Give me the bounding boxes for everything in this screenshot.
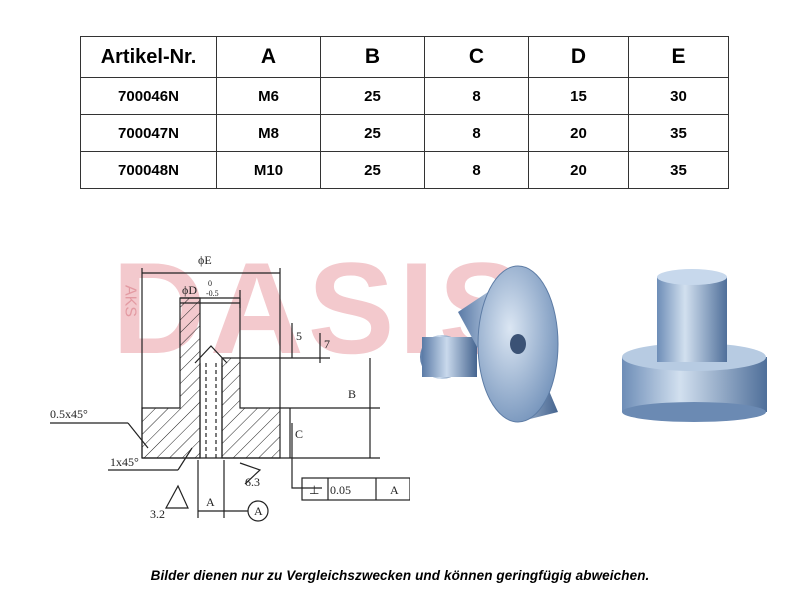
dim-label-c: C [295,427,303,441]
table-cell: M10 [216,151,321,189]
table-cell: 25 [320,151,425,189]
dim-label-d: ϕD [182,283,197,297]
spec-table: Artikel-Nr. A B C D E 700046N M6 25 8 15… [80,36,729,189]
table-cell: 35 [628,151,729,189]
roughness-label-1: 6.3 [245,475,260,489]
header-c: C [424,36,529,78]
tolerance-symbol: ⊥ [309,483,319,497]
dim-label-e: ϕE [198,253,212,267]
table-row: 700046N M6 25 8 15 30 [80,77,729,115]
dim-label-b: B [348,387,356,401]
chamfer-outer-label: 0.5x45° [50,407,88,421]
table-cell: 8 [424,77,529,115]
table-cell: 20 [528,114,629,152]
disclaimer-text: Bilder dienen nur zu Vergleichszwecken u… [150,568,650,583]
table-cell: 700048N [80,151,217,189]
table-header-row: Artikel-Nr. A B C D E [80,36,729,78]
table-row: 700048N M10 25 8 20 35 [80,151,729,189]
chamfer-inner-label: 1x45° [110,455,139,469]
dim-label-5: 5 [296,329,302,343]
dim-label-7: 7 [324,337,330,351]
table-cell: M6 [216,77,321,115]
table-cell: 8 [424,151,529,189]
table-cell: 15 [528,77,629,115]
table-cell: 700047N [80,114,217,152]
table-cell: 30 [628,77,729,115]
table-cell: 20 [528,151,629,189]
tolerance-datum: A [390,483,399,497]
product-photo-side [622,269,767,422]
table-cell: 8 [424,114,529,152]
watermark-side-text: AKS [122,285,139,317]
datum-label-a: A [254,504,263,518]
table-cell: 25 [320,114,425,152]
table-cell: 700046N [80,77,217,115]
header-artikel-nr: Artikel-Nr. [80,36,217,78]
roughness-label-2: 3.2 [150,507,165,521]
dim-label-d-tol-lower: -0.5 [206,289,219,298]
dim-label-d-tol-upper: 0 [208,279,212,288]
table-row: 700047N M8 25 8 20 35 [80,114,729,152]
header-d: D [528,36,629,78]
tolerance-value: 0.05 [330,483,351,497]
header-a: A [216,36,321,78]
header-e: E [628,36,729,78]
dim-label-a: A [206,495,215,509]
table-cell: 25 [320,77,425,115]
header-b: B [320,36,425,78]
table-cell: 35 [628,114,729,152]
table-cell: M8 [216,114,321,152]
product-photo-front [420,265,559,423]
technical-drawing: ϕE ϕD 0 -0.5 5 7 B C 0.5x45° 1x45° 6.3 3… [50,253,410,522]
